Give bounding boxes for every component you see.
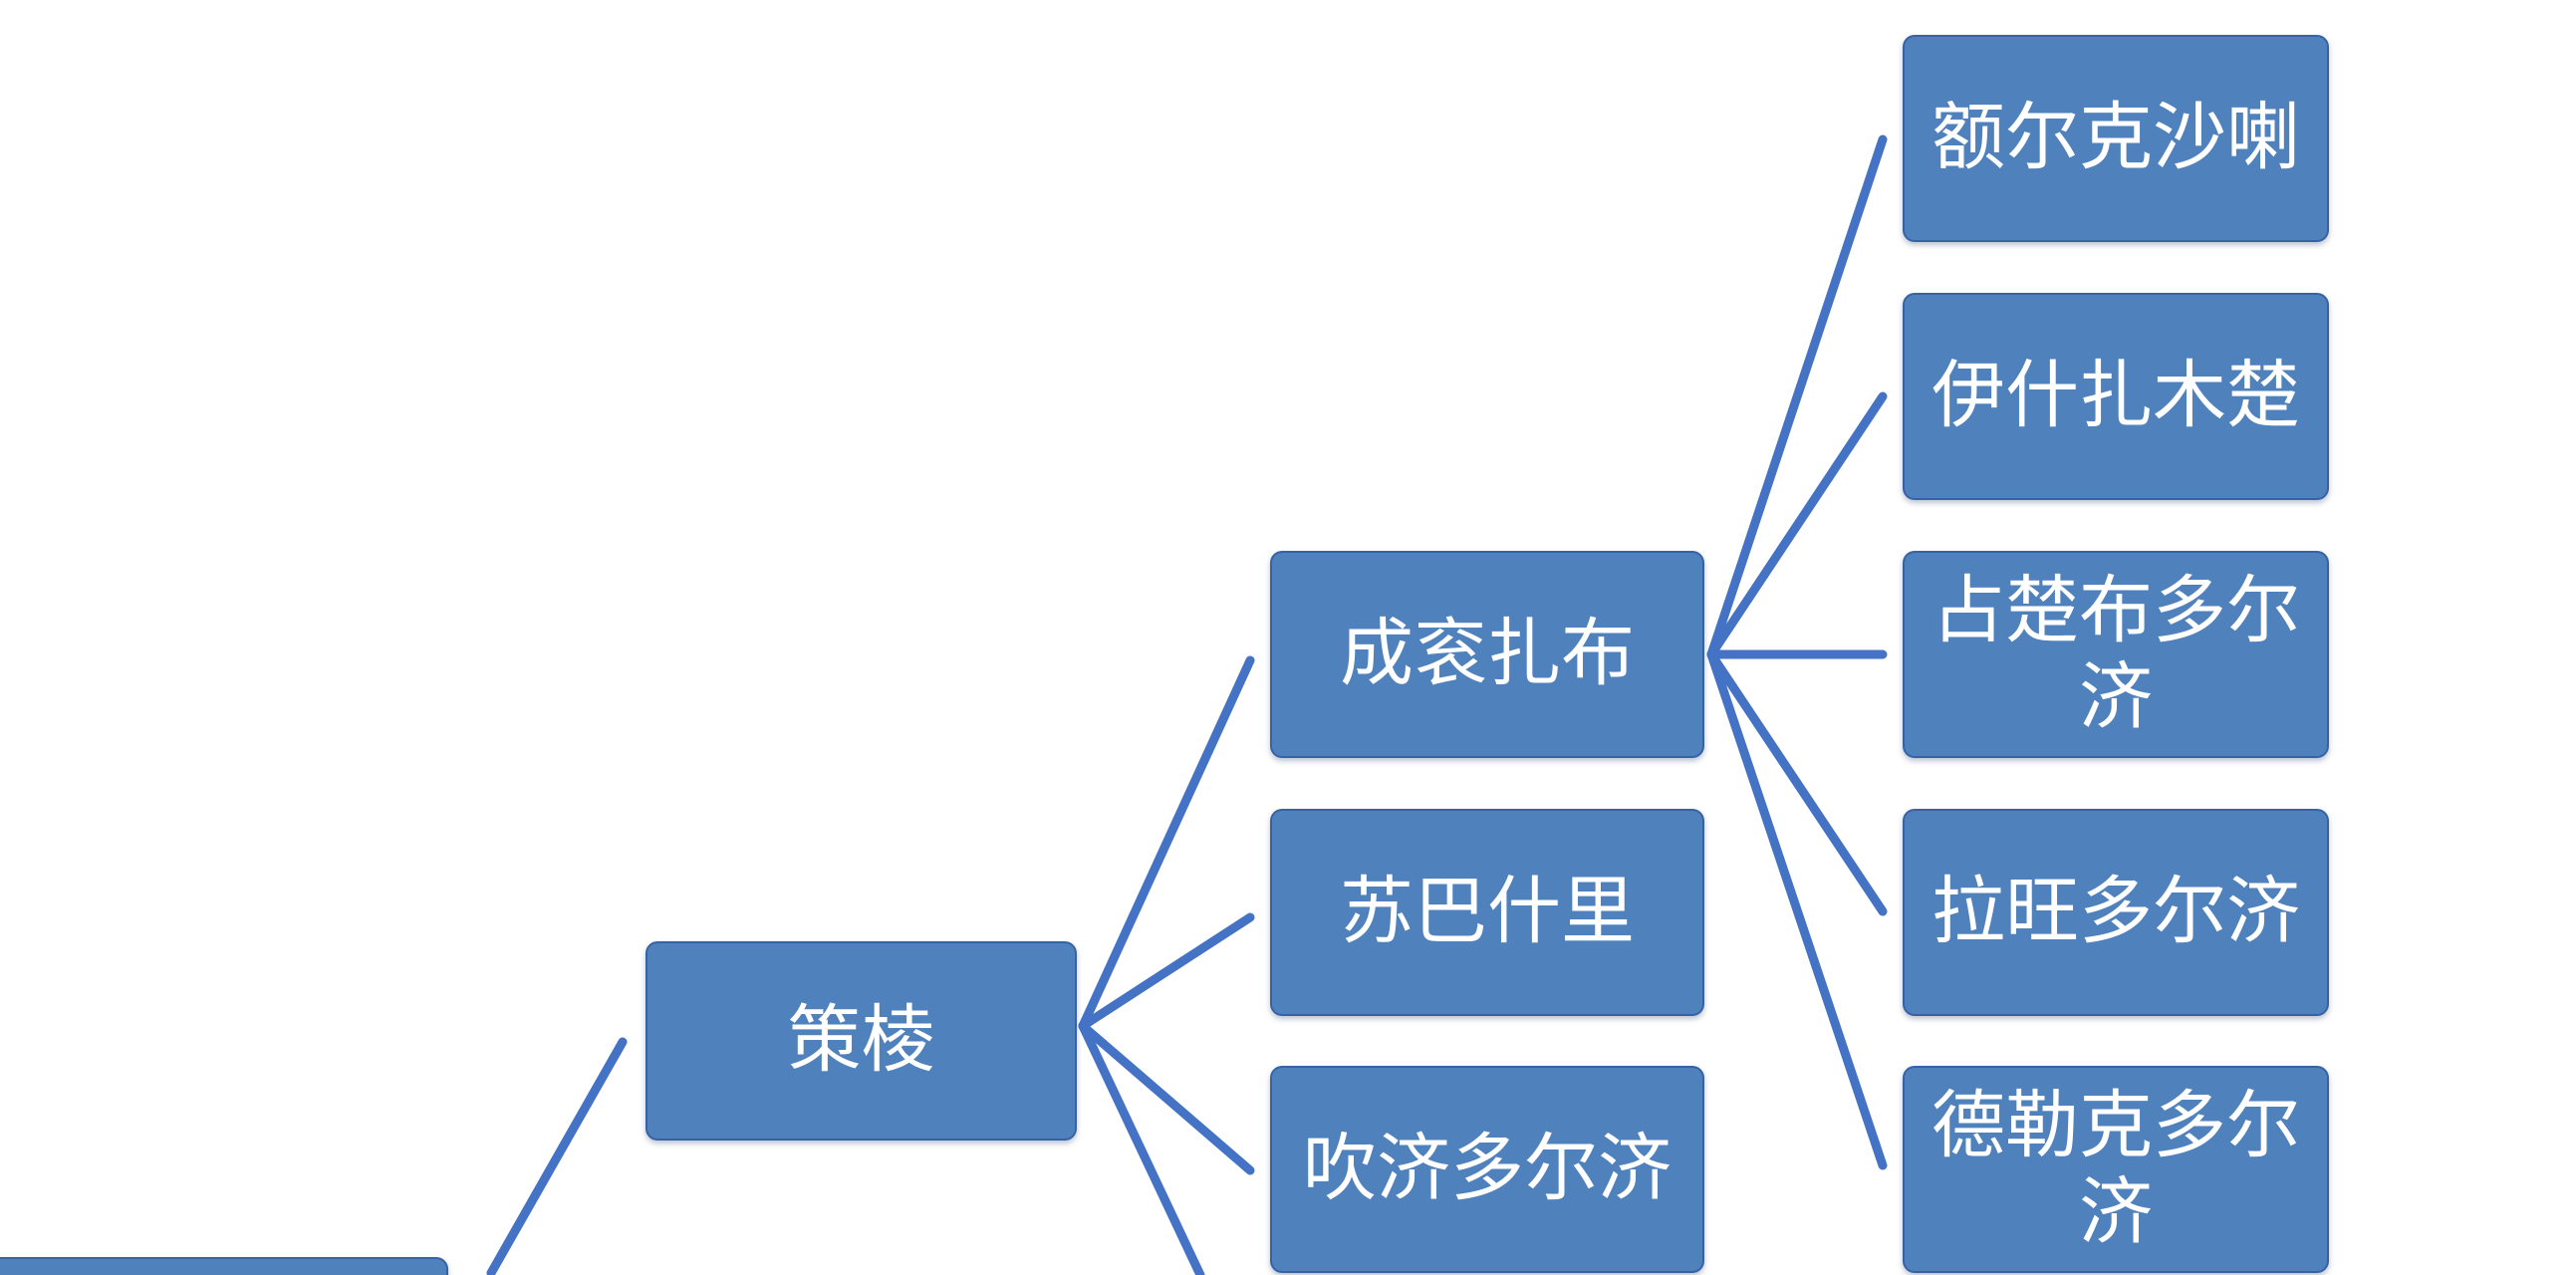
node-subashili-label: 苏巴什里	[1340, 869, 1635, 955]
node-yishi-label: 伊什扎木楚	[1932, 353, 2300, 439]
node-chenggun-label: 成衮扎布	[1340, 611, 1635, 697]
node-zhanchu-label: 占楚布多尔济	[1932, 567, 2300, 740]
node-deleke: 德勒克多尔济	[1903, 1066, 2329, 1273]
node-lawang-label: 拉旺多尔济	[1932, 869, 2300, 955]
connector-chenggun-erke	[1706, 134, 1888, 659]
connector-chenggun-lawang	[1706, 649, 1888, 916]
connector-root-ceng	[486, 1037, 628, 1275]
connector-chenggun-yishi	[1706, 391, 1888, 659]
node-ceng-label: 策棱	[787, 997, 935, 1084]
connector-chenggun-deleke	[1706, 649, 1888, 1170]
node-zhanchu: 占楚布多尔济	[1903, 551, 2329, 758]
node-lawang: 拉旺多尔济	[1903, 809, 2329, 1016]
node-chenggun: 成衮扎布	[1270, 551, 1704, 758]
node-root	[0, 1257, 448, 1275]
connector-ceng-chuiji	[1078, 1021, 1255, 1175]
connector-ceng-subashili	[1078, 912, 1255, 1031]
node-chuiji-label: 吹济多尔济	[1303, 1126, 1672, 1212]
connector-ceng-chenggun	[1078, 655, 1255, 1031]
node-chuiji: 吹济多尔济	[1270, 1066, 1704, 1273]
node-subashili: 苏巴什里	[1270, 809, 1704, 1016]
node-erke: 额尔克沙喇	[1903, 35, 2329, 242]
node-erke-label: 额尔克沙喇	[1932, 95, 2300, 181]
node-ceng: 策棱	[645, 941, 1077, 1141]
node-deleke-label: 德勒克多尔济	[1932, 1082, 2300, 1255]
connector-ceng-offscreen	[1078, 1021, 1205, 1275]
node-yishi: 伊什扎木楚	[1903, 293, 2329, 500]
